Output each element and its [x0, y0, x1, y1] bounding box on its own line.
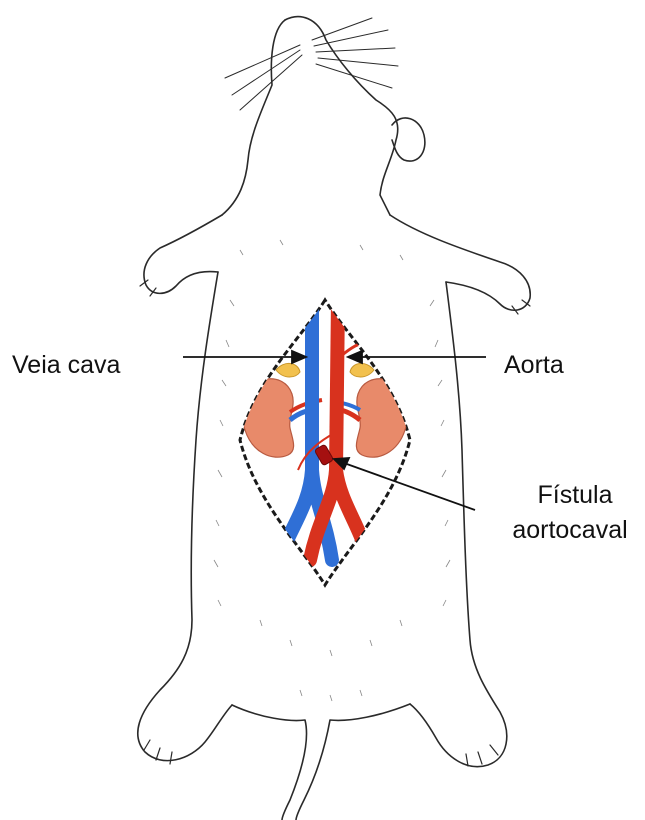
incision-window: [240, 300, 410, 585]
label-aorta: Aorta: [504, 350, 564, 380]
label-vena-cava: Veia cava: [12, 350, 120, 380]
rat-head: [285, 17, 398, 215]
rat-right-arm: [390, 215, 530, 310]
label-fistula-line1: Fístula: [512, 480, 638, 510]
rat-left-arm: [144, 215, 222, 293]
label-fistula-line2: aortocaval: [500, 515, 640, 545]
